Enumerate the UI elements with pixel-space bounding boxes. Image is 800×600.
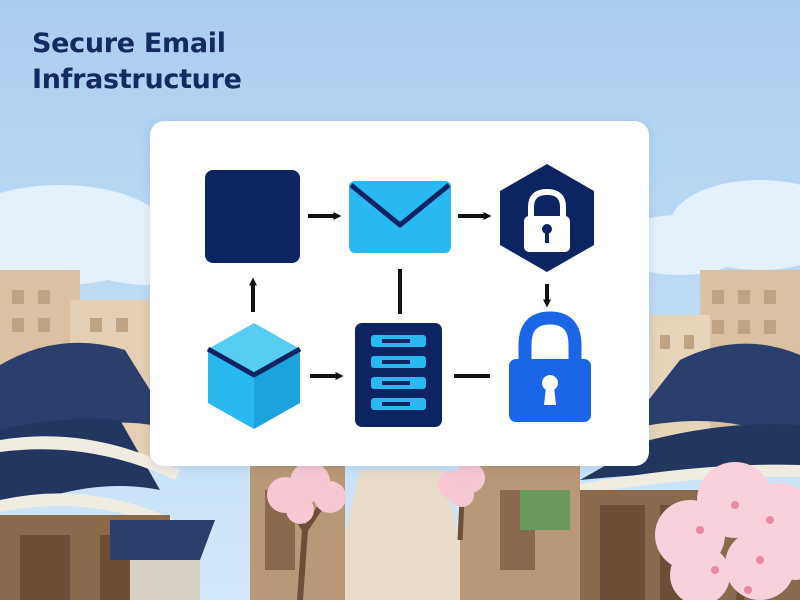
diagram-card [150, 121, 649, 466]
hanok-roof-left [0, 342, 215, 600]
title-line-2: Infrastructure [32, 64, 242, 95]
server-rack-icon [355, 323, 442, 427]
title-line-1: Secure Email [32, 28, 226, 59]
cherry-tree-mid [438, 463, 485, 541]
flow-diagram [205, 164, 594, 429]
page-title: Secure Email Infrastructure [32, 26, 242, 98]
square-icon [205, 170, 300, 263]
padlock-icon [509, 311, 591, 422]
cube-icon [206, 323, 302, 429]
cherry-tree-right [655, 462, 800, 600]
cherry-tree-left [267, 462, 346, 600]
envelope-icon [349, 181, 451, 253]
hexagon-padlock-icon [500, 164, 594, 272]
edges [249, 212, 551, 380]
